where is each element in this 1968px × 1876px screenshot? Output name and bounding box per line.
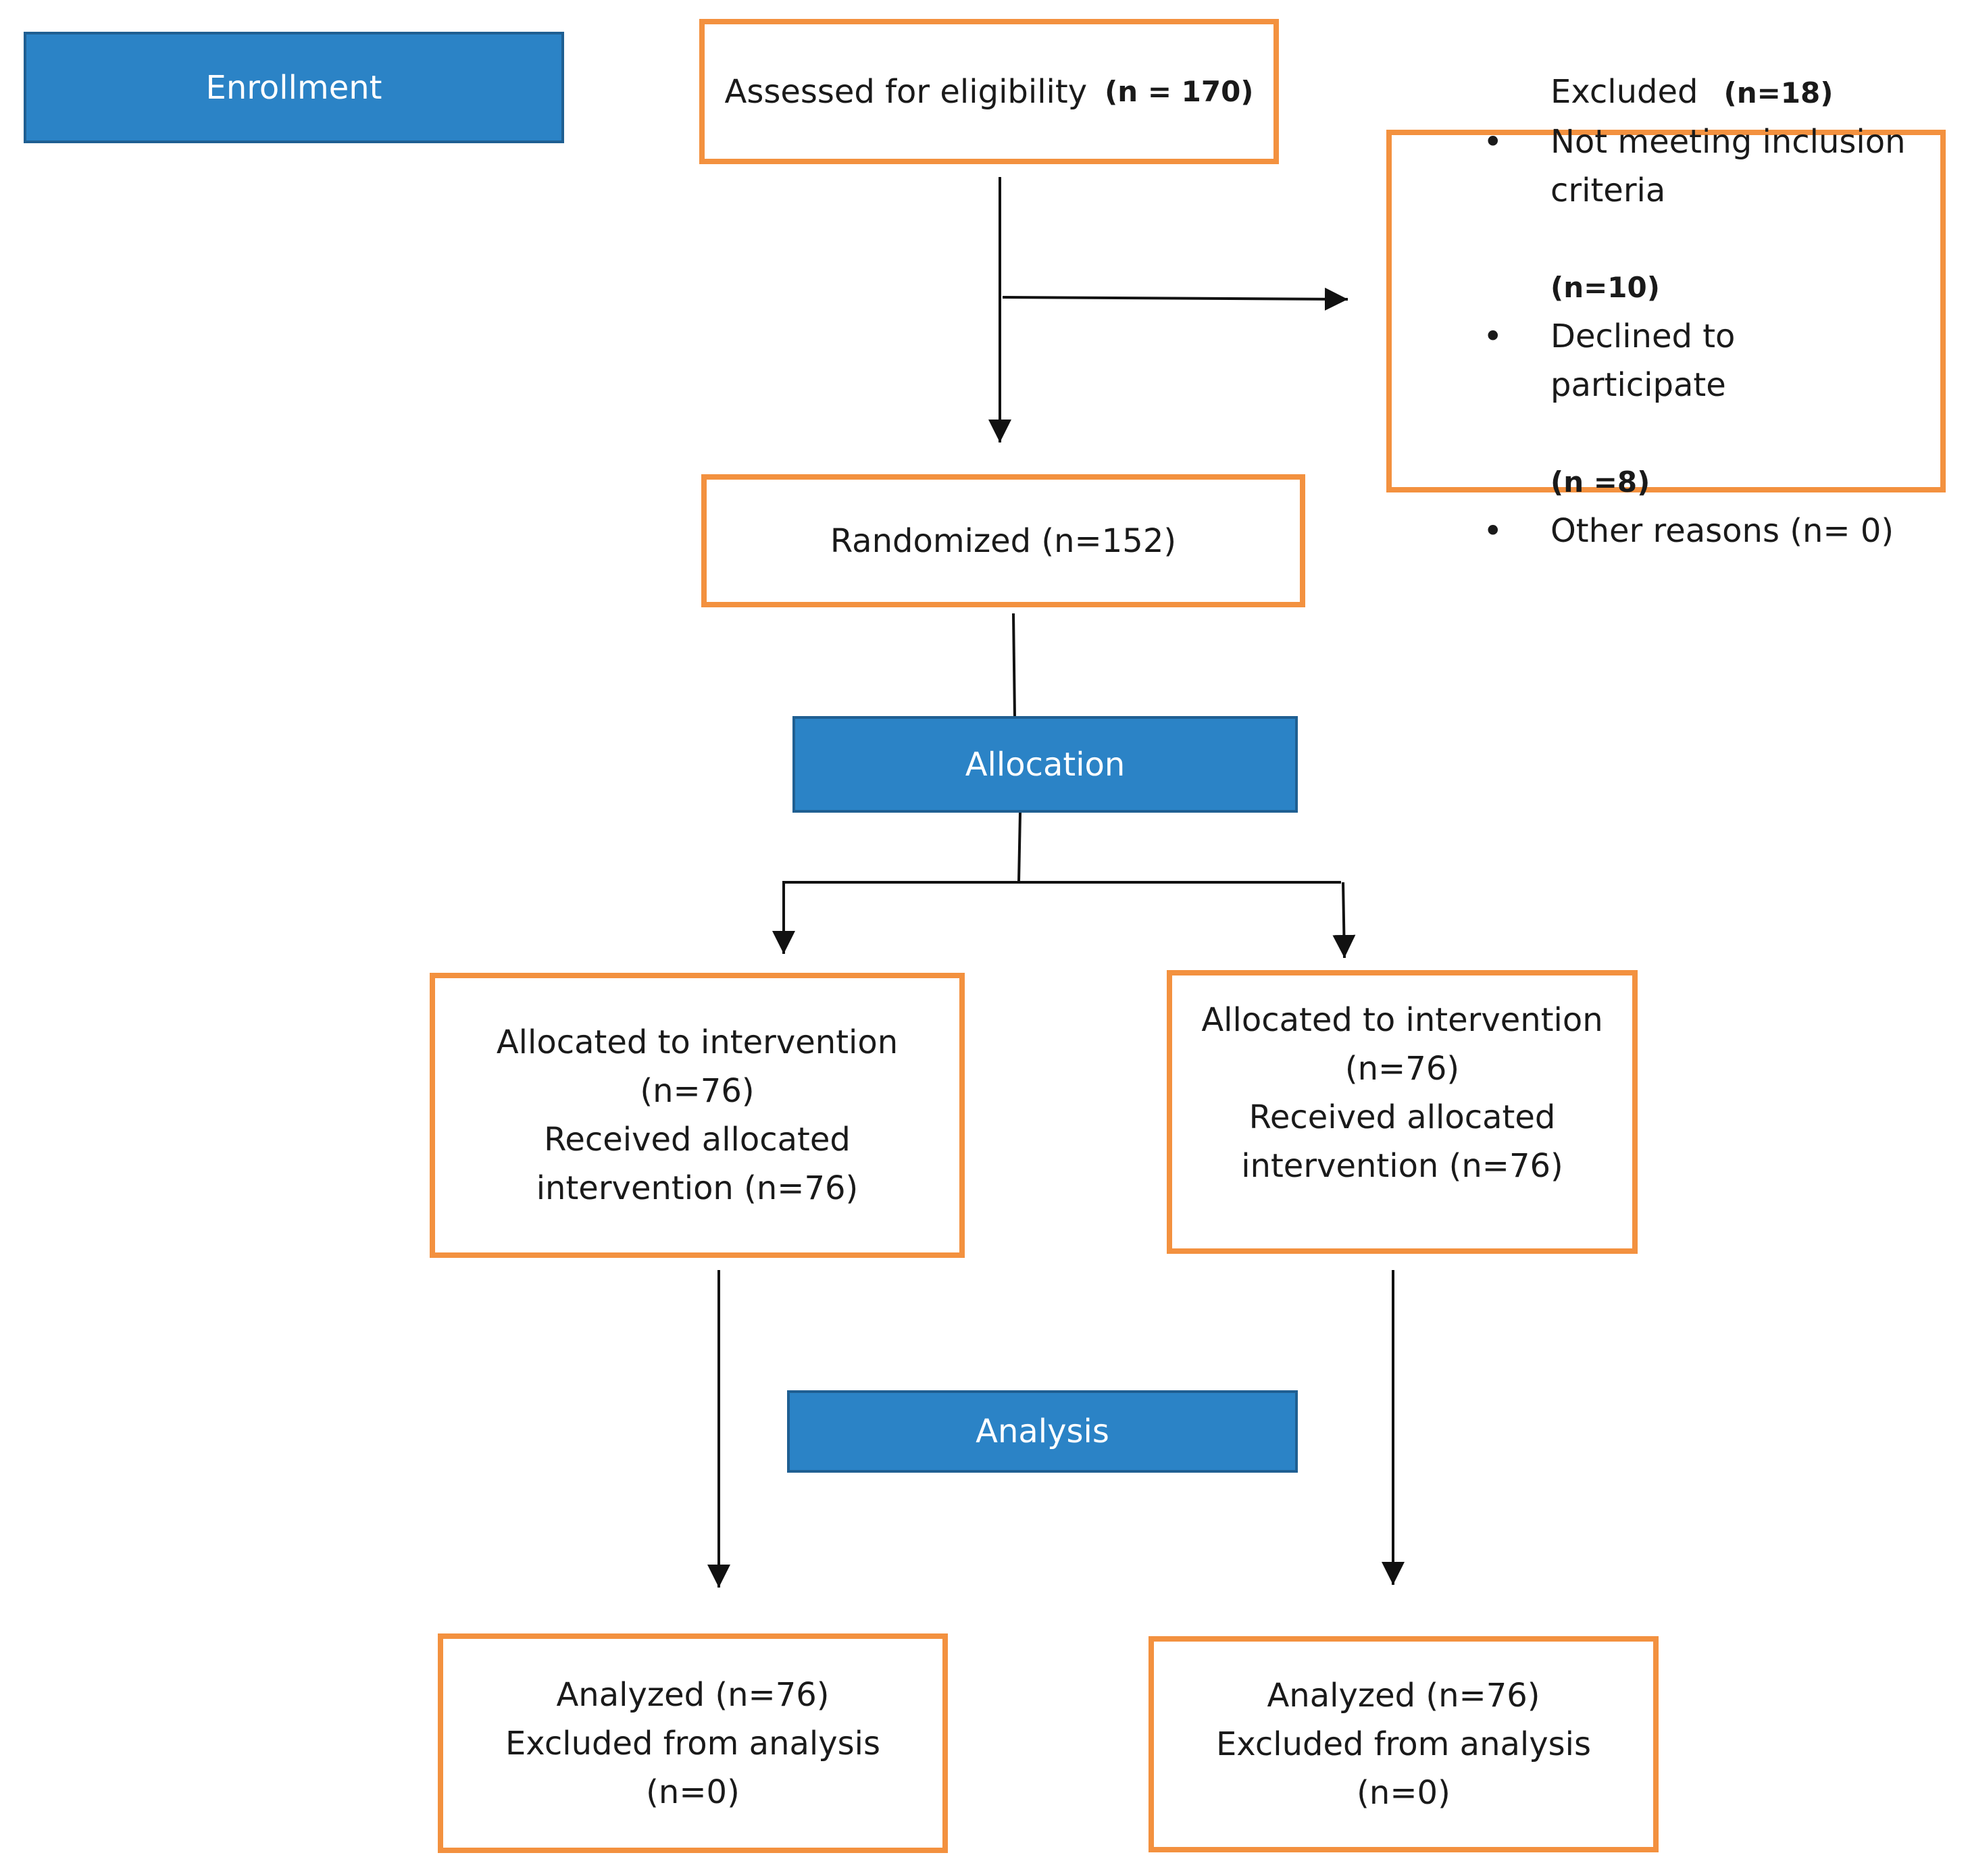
assessed-for-eligibility-box: Assessed for eligibility (n = 170) xyxy=(699,19,1279,164)
allocation-stage-label: Allocation xyxy=(792,716,1298,813)
allocation-box-left: Allocated to intervention (n=76) Receive… xyxy=(430,973,965,1258)
reason-text-line: criteria (n=10) xyxy=(1550,166,1906,312)
exclusion-reason-declined: Declined to participate (n =8) xyxy=(1483,312,1906,507)
excluded-title: Excluded xyxy=(1550,72,1698,111)
arrow-to-right-allocation xyxy=(1332,882,1356,959)
allocation-line: intervention (n=76) xyxy=(536,1169,859,1207)
allocation-line: intervention (n=76) xyxy=(1241,1147,1563,1185)
allocation-line: Received allocated xyxy=(1248,1098,1556,1136)
exclusion-reason-inclusion-criteria: Not meeting inclusion criteria (n=10) xyxy=(1483,118,1906,312)
allocation-box-right: Allocated to intervention (n=76) Receive… xyxy=(1167,970,1638,1254)
allocation-line: Received allocated xyxy=(544,1121,851,1159)
allocation-line: Allocated to intervention xyxy=(1201,1001,1603,1039)
reason-text-line: Not meeting inclusion xyxy=(1550,122,1906,161)
reason-count: (n =8) xyxy=(1550,465,1650,499)
excluded-heading: Excluded (n=18) xyxy=(1550,68,1833,118)
allocation-line: (n=76) xyxy=(1344,1050,1460,1088)
exclusion-reason-other: Other reasons (n= 0) xyxy=(1483,507,1906,555)
reason-text-line: Other reasons (n= 0) xyxy=(1550,511,1894,550)
allocation-line: Allocated to intervention xyxy=(496,1023,899,1061)
assessed-count: (n = 170) xyxy=(1105,74,1254,108)
analysis-line: Excluded from analysis xyxy=(1215,1725,1592,1763)
line-randomized-to-allocation xyxy=(1012,613,1016,718)
reason-text: participate xyxy=(1550,365,1726,404)
line-allocation-down xyxy=(1017,812,1021,883)
excluded-box: Excluded (n=18) Not meeting inclusion cr… xyxy=(1386,73,1946,555)
analysis-line: Excluded from analysis xyxy=(505,1724,881,1763)
analysis-box-left: Analyzed (n=76) Excluded from analysis (… xyxy=(438,1633,948,1853)
reason-count: (n=10) xyxy=(1550,270,1660,304)
randomized-box: Randomized (n=152) xyxy=(701,474,1305,607)
arrow-to-excluded xyxy=(1002,287,1348,311)
reason-text: criteria xyxy=(1550,171,1666,209)
analysis-line: Analyzed (n=76) xyxy=(1267,1677,1540,1715)
analysis-line: (n=0) xyxy=(646,1773,740,1811)
analysis-line: (n=0) xyxy=(1357,1774,1450,1812)
analysis-box-right: Analyzed (n=76) Excluded from analysis (… xyxy=(1149,1636,1659,1852)
enrollment-stage-label: Enrollment xyxy=(24,32,564,143)
assessed-label: Assessed for eligibility xyxy=(724,72,1088,111)
exclusion-reasons-list: Not meeting inclusion criteria (n=10) Dec… xyxy=(1483,118,1906,555)
excluded-count: (n=18) xyxy=(1723,76,1834,109)
reason-text-line: participate (n =8) xyxy=(1550,361,1906,507)
randomized-label: Randomized (n=152) xyxy=(830,522,1177,560)
analysis-stage-label: Analysis xyxy=(787,1390,1298,1473)
analysis-line: Analyzed (n=76) xyxy=(556,1675,830,1714)
reason-text-line: Declined to xyxy=(1550,317,1736,355)
allocation-line: (n=76) xyxy=(640,1072,755,1110)
